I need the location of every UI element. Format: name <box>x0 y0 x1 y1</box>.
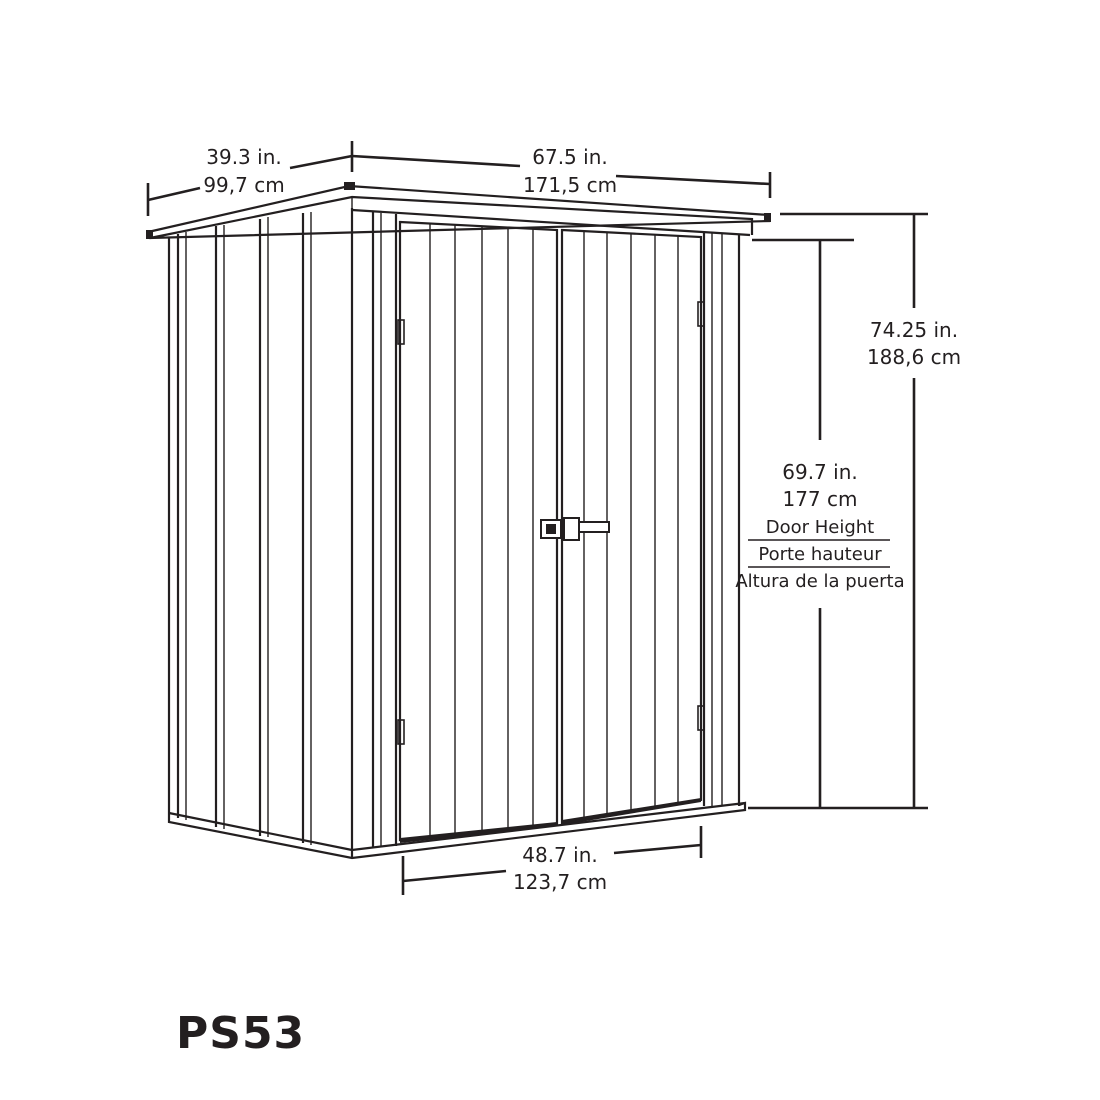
door-height-label-en: Door Height <box>766 517 875 538</box>
hinges <box>397 301 705 745</box>
height-imperial: 74.25 in. <box>870 318 958 342</box>
double-doors <box>398 220 703 843</box>
height-metric: 188,6 cm <box>867 345 961 369</box>
shed-drawing <box>146 182 771 860</box>
front-wall <box>351 208 751 848</box>
hinge-right-top <box>697 301 705 327</box>
dimension-lines <box>146 141 928 895</box>
width-metric: 171,5 cm <box>523 173 617 197</box>
depth-metric: 99,7 cm <box>203 173 284 197</box>
roof <box>146 182 771 240</box>
base <box>167 801 747 860</box>
hinge-left-bottom <box>397 719 405 745</box>
door-height-metric: 177 cm <box>782 487 857 511</box>
hinge-right-bottom <box>697 705 705 731</box>
door-width-metric: 123,7 cm <box>513 870 607 894</box>
door-height-label-fr: Porte hauteur <box>758 544 882 565</box>
door-width-imperial: 48.7 in. <box>522 843 597 867</box>
depth-imperial: 39.3 in. <box>206 145 281 169</box>
door-handle <box>540 517 610 541</box>
door-height-label-es: Altura de la puerta <box>735 571 904 592</box>
model-number: PS53 <box>176 1008 306 1059</box>
dimension-labels: 39.3 in. 99,7 cm 67.5 in. 171,5 cm 74.25… <box>203 145 961 894</box>
width-imperial: 67.5 in. <box>532 145 607 169</box>
side-wall <box>167 208 354 850</box>
door-height-imperial: 69.7 in. <box>782 460 857 484</box>
hinge-left-top <box>397 319 405 345</box>
